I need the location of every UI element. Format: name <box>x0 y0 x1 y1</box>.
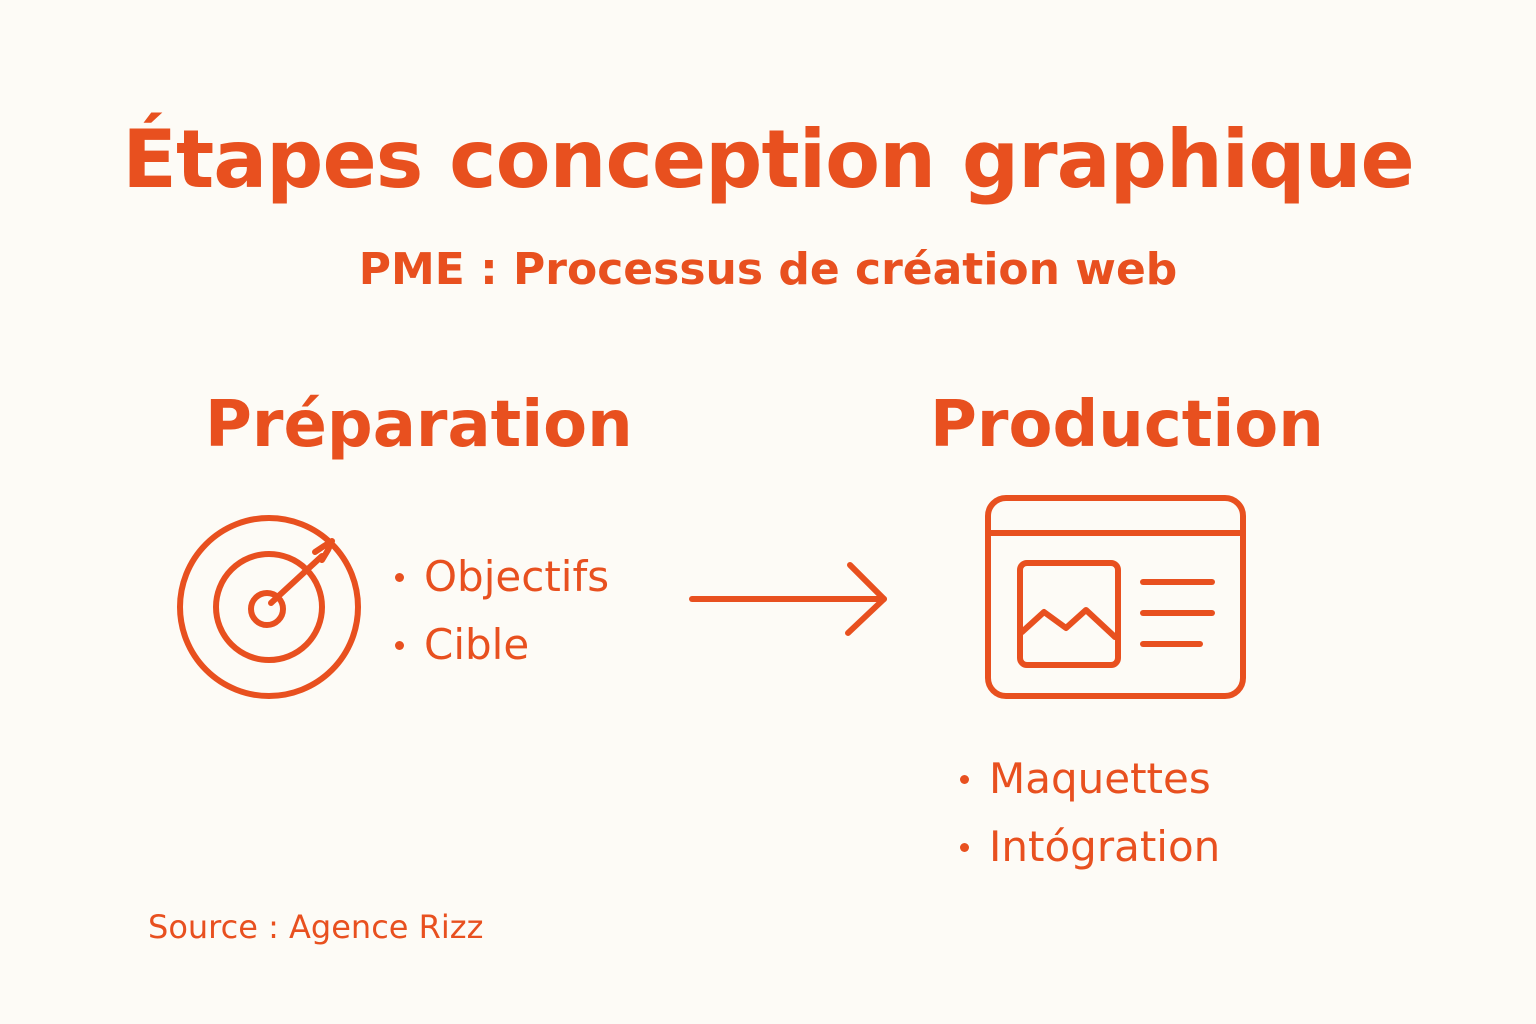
browser-layout-icon <box>985 495 1246 699</box>
list-item: Intógration <box>955 813 1220 881</box>
list-item: Maquettes <box>955 745 1220 813</box>
production-list: Maquettes Intógration <box>955 745 1220 881</box>
arrow-right-icon <box>689 562 887 636</box>
list-item: Objectifs <box>390 543 609 611</box>
preparation-list: Objectifs Cible <box>390 543 609 679</box>
stage-title-preparation: Préparation <box>205 388 633 462</box>
source-note: Source : Agence Rizz <box>148 908 484 946</box>
target-icon <box>177 515 361 699</box>
stage-title-production: Production <box>930 388 1324 462</box>
diagram-title: Étapes conception graphique <box>122 113 1414 206</box>
list-item: Cible <box>390 611 609 679</box>
diagram-subtitle: PME : Processus de création web <box>358 244 1178 295</box>
